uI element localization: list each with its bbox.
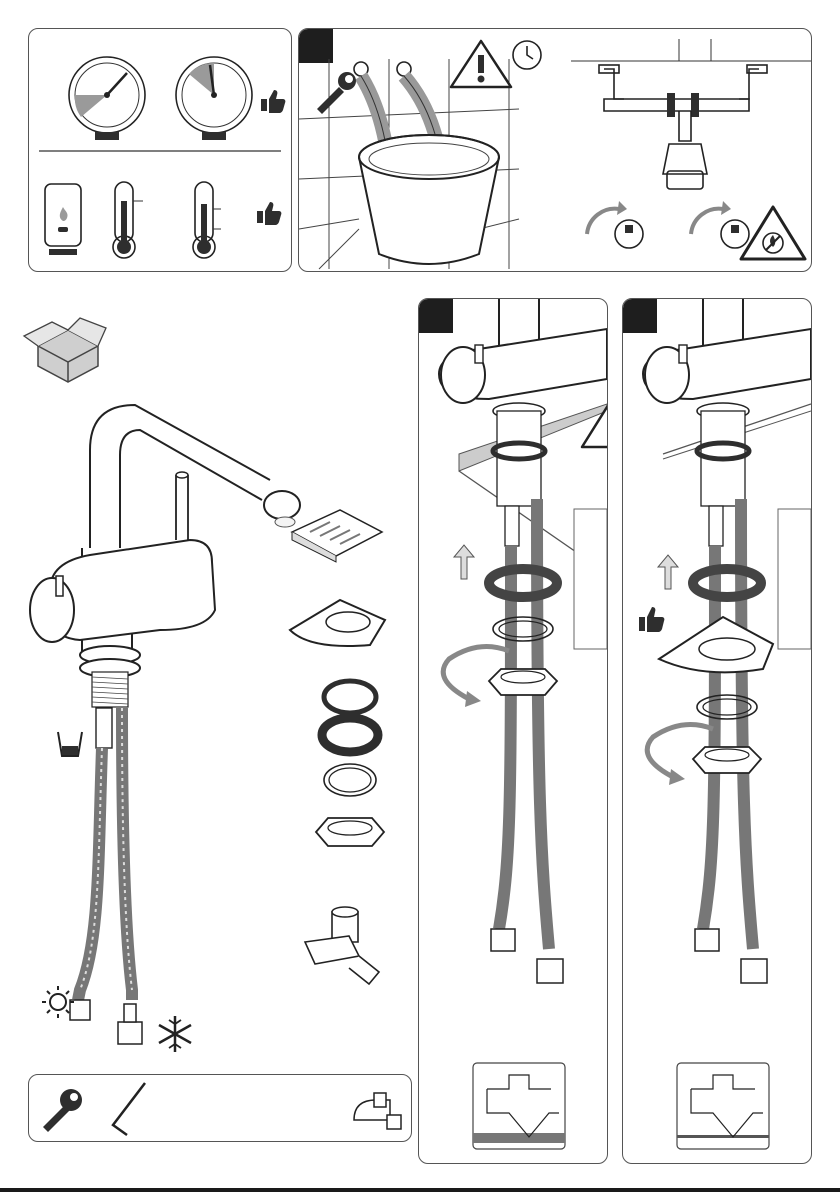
- thumbs-up-icon: [261, 90, 285, 113]
- threaded-shank: [697, 403, 749, 506]
- faucet-body: [30, 405, 300, 707]
- installation-step-b-panel: [622, 298, 812, 1164]
- manual-book-icon: [292, 510, 382, 562]
- mounting-plate: [290, 600, 385, 646]
- sun-icon: [42, 986, 74, 1018]
- sink-drain-assembly: [571, 39, 811, 189]
- thumbs-up-icon: [639, 607, 664, 632]
- metal-washer: [324, 764, 376, 796]
- wrench-icon: [317, 72, 356, 114]
- cross-section-diagram: [473, 1063, 565, 1149]
- box-icon: [24, 318, 106, 382]
- installation-step-a-illustration: [419, 299, 607, 1163]
- up-arrow-icon: [658, 555, 678, 589]
- rubber-washer-thick: [322, 718, 378, 752]
- faucet-upper: [643, 299, 811, 403]
- bucket: [359, 135, 499, 264]
- tools-illustration: [29, 1075, 411, 1141]
- clock-icon: [513, 41, 541, 69]
- pressure-gauge-low-icon: [69, 57, 145, 140]
- hex-nut: [489, 669, 557, 695]
- installation-step-a-panel: [418, 298, 608, 1164]
- rubber-washer-thin: [324, 681, 376, 713]
- angle-valve-icon: [354, 1093, 401, 1129]
- rotate-valve-closed-icon: [691, 201, 749, 248]
- mounting-plate: [659, 617, 773, 672]
- braided-hoses: [70, 708, 142, 1044]
- flushing-illustration: [299, 29, 811, 271]
- pressure-temperature-illustration: [29, 29, 291, 271]
- flushing-panel: [298, 28, 812, 272]
- page-bottom-rule: [0, 1188, 840, 1192]
- rubber-washer-thick: [489, 569, 557, 597]
- hex-nut: [316, 818, 384, 846]
- tools-panel: [28, 1074, 412, 1142]
- threaded-shank: [493, 403, 545, 506]
- thermometer-ok-icon: [193, 182, 221, 258]
- pressure-temperature-panel: [28, 28, 292, 272]
- wrench-icon: [43, 1089, 82, 1132]
- components-overview: [10, 300, 410, 1060]
- metal-washer: [493, 617, 553, 641]
- cross-section-diagram: [677, 1063, 769, 1149]
- thermometer-low-icon: [113, 182, 143, 258]
- rubber-washer-thick: [693, 569, 761, 597]
- rotate-valve-open-icon: [587, 201, 643, 248]
- hex-key-icon: [113, 1083, 145, 1135]
- water-heater-icon: [45, 184, 81, 255]
- installation-step-b-illustration: [623, 299, 811, 1163]
- up-arrow-icon: [454, 545, 474, 579]
- thumbs-up-icon: [257, 202, 281, 225]
- faucet-upper: [439, 299, 607, 403]
- pressure-gauge-ok-icon: [176, 57, 252, 140]
- no-fire-icon: [741, 207, 805, 259]
- angle-valve: [305, 907, 379, 984]
- hex-nut: [693, 747, 761, 773]
- components-illustration: [10, 300, 410, 1060]
- warning-triangle-icon: [451, 41, 511, 87]
- snowflake-icon: [159, 1016, 191, 1052]
- cup-icon: [58, 732, 82, 756]
